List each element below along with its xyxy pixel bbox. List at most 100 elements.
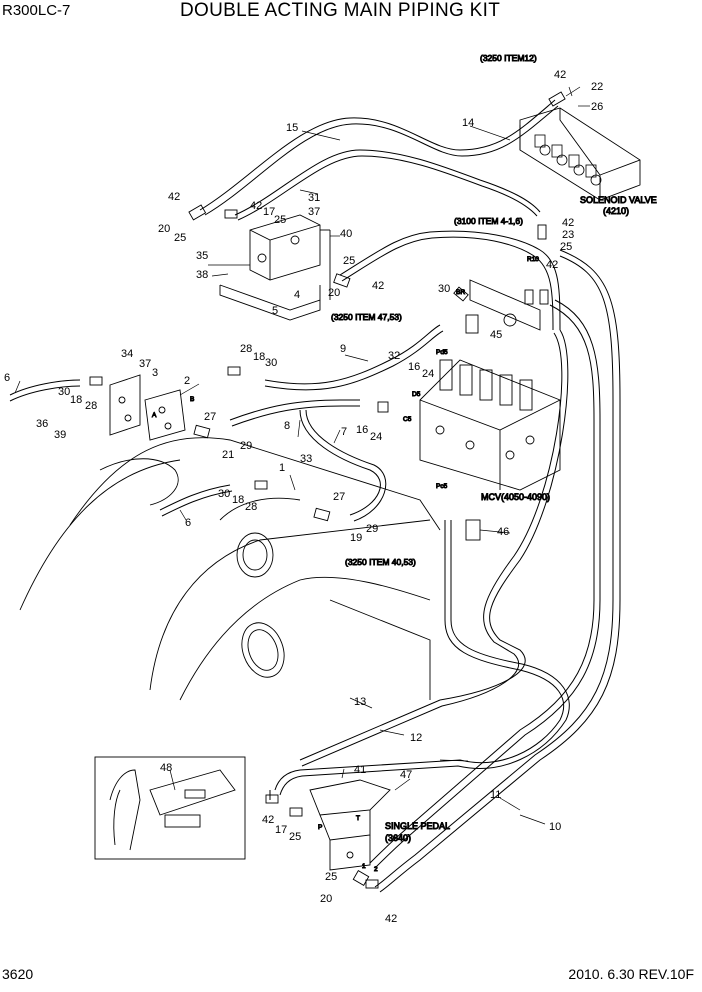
solenoid-valve	[519, 107, 641, 201]
part-26: 26	[591, 101, 603, 113]
hose-13b	[301, 332, 563, 767]
part-20: 20	[328, 287, 340, 299]
hose-6a-b	[9, 385, 81, 402]
part-42: 42	[262, 814, 274, 826]
part-37: 37	[139, 358, 151, 370]
hose-6b	[159, 484, 231, 511]
part-1: 1	[279, 462, 285, 474]
part-7: 7	[341, 426, 347, 438]
port-p: P	[318, 824, 322, 831]
revision-date: 2010. 6.30 REV.10F	[568, 966, 694, 982]
port-a: A	[152, 412, 157, 419]
hose-10b	[374, 255, 614, 888]
port-b: B	[190, 396, 194, 403]
part-18: 18	[253, 351, 265, 363]
part-11: 11	[490, 789, 501, 801]
part-4: 4	[294, 289, 300, 301]
part-6: 6	[4, 372, 10, 384]
part-17: 17	[263, 206, 275, 218]
part-12: 12	[410, 732, 422, 744]
part-27: 27	[204, 411, 216, 423]
part-47: 47	[400, 769, 412, 781]
hose-9	[264, 324, 441, 385]
hoses	[9, 99, 621, 893]
single-pedal-number: (3640)	[385, 833, 411, 843]
part-30: 30	[265, 357, 277, 369]
part-10: 10	[549, 821, 561, 833]
single-pedal	[309, 779, 391, 871]
part-6: 6	[185, 517, 191, 529]
fittings	[89, 91, 566, 889]
port-pd5: Pd5	[436, 349, 448, 356]
part-20: 20	[320, 893, 332, 905]
part-29: 29	[366, 523, 378, 535]
part-3: 3	[152, 367, 158, 379]
hose-40	[339, 230, 561, 331]
part-15: 15	[286, 122, 298, 134]
hose-9b	[264, 330, 444, 391]
port-r10: R10	[527, 256, 539, 263]
part-40: 40	[340, 228, 352, 240]
part-19: 19	[350, 532, 362, 544]
part-18: 18	[70, 394, 82, 406]
hose-15	[199, 99, 556, 211]
part-9: 9	[340, 343, 346, 355]
part-25: 25	[274, 214, 286, 226]
part-42: 42	[372, 280, 384, 292]
part-16: 16	[356, 424, 368, 436]
part-24: 24	[422, 368, 434, 380]
part-30: 30	[58, 386, 70, 398]
part-8: 8	[284, 420, 290, 432]
hose-14	[234, 149, 541, 216]
hose-8	[229, 399, 360, 421]
part-34: 34	[121, 348, 133, 360]
part-28: 28	[240, 343, 252, 355]
ref-3250-item12: (3250 ITEM12)	[480, 53, 537, 63]
part-31: 31	[308, 192, 320, 204]
part-25: 25	[560, 241, 572, 253]
mcv-label: MCV(4050-4090)	[481, 492, 550, 502]
shuttle-block	[219, 214, 331, 321]
mcv-block	[419, 279, 561, 491]
bracket-left	[109, 374, 186, 441]
part-25: 25	[289, 831, 301, 843]
part-24: 24	[370, 431, 382, 443]
part-35: 35	[196, 250, 208, 262]
hose-7	[299, 409, 381, 516]
hose-12b	[279, 520, 570, 796]
part-37: 37	[308, 206, 320, 218]
part-25: 25	[174, 232, 186, 244]
part-20: 20	[158, 223, 170, 235]
part-14: 14	[462, 117, 474, 129]
part-48: 48	[160, 762, 172, 774]
part-5: 5	[272, 305, 278, 317]
part-42: 42	[385, 913, 397, 925]
part-36: 36	[36, 418, 48, 430]
part-32: 32	[388, 350, 400, 362]
port-2: 2	[374, 866, 378, 873]
port-c5: C5	[403, 416, 412, 423]
part-33: 33	[300, 453, 312, 465]
part-2: 2	[184, 375, 190, 387]
ref-3250-item47-53: (3250 ITEM 47,53)	[331, 312, 402, 322]
page-number: 3620	[2, 966, 34, 982]
part-41: 41	[354, 764, 366, 776]
ref-3250-item40-53: (3250 ITEM 40,53)	[345, 557, 416, 567]
ref-3100-item4-1-6: (3100 ITEM 4-1,6)	[454, 216, 523, 226]
part-30: 30	[438, 283, 450, 295]
part-42: 42	[554, 69, 566, 81]
part-17: 17	[275, 824, 287, 836]
leader-lines	[14, 86, 590, 825]
part-numbers: 42 22 26 14 15 42 31 42 17 37 25 20 25 4…	[4, 69, 603, 925]
hose-15b	[204, 105, 559, 216]
part-21: 21	[222, 449, 234, 461]
part-46: 46	[497, 526, 509, 538]
port-d5: D5	[412, 391, 421, 398]
part-22: 22	[591, 81, 603, 93]
part-42: 42	[546, 259, 558, 271]
boom-outline	[19, 437, 441, 701]
page-title: DOUBLE ACTING MAIN PIPING KIT	[180, 0, 501, 21]
part-27: 27	[333, 491, 345, 503]
port-t: T	[356, 815, 360, 822]
